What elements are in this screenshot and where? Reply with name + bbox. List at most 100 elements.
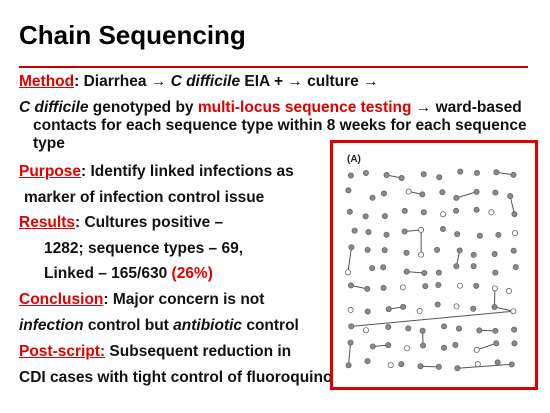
network-node — [345, 187, 352, 194]
conclusion-line: Conclusion: Major concern is not — [19, 291, 264, 309]
purpose-line-2: marker of infection control issue — [24, 189, 265, 206]
network-node — [347, 172, 354, 179]
conclusion-label: Conclusion — [19, 291, 104, 308]
network-node — [403, 268, 410, 275]
method-rest: EIA + → culture → — [240, 73, 379, 90]
network-link — [420, 365, 439, 368]
network-node — [369, 265, 376, 272]
network-link — [347, 247, 352, 273]
network-node — [345, 269, 352, 276]
network-link — [348, 342, 352, 366]
network-node — [380, 284, 387, 291]
network-node — [420, 171, 427, 178]
network-node — [453, 194, 460, 201]
genotype-rest: → ward-based — [411, 99, 522, 116]
network-node — [405, 188, 412, 195]
network-node — [455, 325, 462, 332]
network-node — [470, 251, 477, 258]
results-label: Results — [19, 214, 75, 231]
network-node — [416, 308, 423, 315]
network-link — [351, 310, 514, 327]
network-node — [351, 227, 358, 234]
network-node — [510, 171, 517, 178]
title-rule — [19, 66, 528, 68]
network-node — [476, 327, 483, 334]
network-node — [508, 361, 515, 368]
postscript-text: Subsequent reduction in — [105, 343, 292, 360]
network-node — [398, 175, 405, 182]
network-node — [491, 285, 498, 292]
network-node — [454, 231, 461, 238]
network-node — [470, 305, 477, 312]
network-node — [457, 168, 464, 175]
network-node — [385, 306, 392, 313]
network-node — [511, 340, 518, 347]
network-node — [507, 193, 514, 200]
genotype-line-1: C difficile genotyped by multi-locus seq… — [19, 99, 522, 117]
transmission-network-graphic: (A) — [345, 154, 519, 372]
conclusion-mid: control but — [83, 317, 174, 334]
network-node — [398, 361, 405, 368]
network-node — [364, 246, 371, 253]
network-node — [511, 230, 518, 237]
network-node — [435, 269, 442, 276]
network-node — [439, 226, 446, 233]
network-node — [473, 169, 480, 176]
network-link — [457, 363, 512, 369]
network-node — [473, 346, 480, 353]
network-node — [436, 174, 443, 181]
method-line: Method: Diarrhea → C difficile EIA + → c… — [19, 73, 379, 91]
results-text: : Cultures positive – — [75, 214, 224, 231]
network-node — [512, 264, 519, 271]
network-node — [348, 244, 355, 251]
network-node — [418, 226, 425, 233]
network-node — [399, 284, 406, 291]
network-node — [405, 325, 412, 332]
network-node — [440, 211, 447, 218]
network-node — [492, 269, 499, 276]
results-line: Results: Cultures positive – — [19, 214, 223, 232]
network-node — [401, 207, 408, 214]
network-node — [364, 285, 371, 292]
network-node — [453, 263, 460, 270]
purpose-label: Purpose — [19, 163, 82, 180]
method-organism: C difficile — [170, 73, 241, 90]
network-node — [434, 246, 441, 253]
network-node — [364, 358, 371, 365]
network-node — [400, 303, 407, 310]
network-node — [441, 323, 448, 330]
network-node — [453, 303, 460, 310]
method-label: Method — [19, 73, 75, 90]
network-node — [511, 211, 518, 218]
network-node — [452, 341, 459, 348]
network-node — [369, 343, 376, 350]
network-node — [403, 249, 410, 256]
network-node — [435, 282, 442, 289]
network-node — [473, 206, 480, 213]
network-node — [362, 327, 369, 334]
transmission-figure: (A) — [330, 140, 538, 390]
postscript-label: Post-script: — [19, 343, 106, 360]
network-node — [346, 208, 353, 215]
network-node — [369, 194, 376, 201]
network-node — [381, 247, 388, 254]
genotype-line-2: contacts for each sequence type within 8… — [33, 117, 527, 134]
method-text: : Diarrhea → — [74, 73, 171, 90]
postscript-line: Post-script: Subsequent reduction in — [19, 343, 291, 361]
genotype-mid: genotyped by — [88, 99, 198, 116]
genotype-test: multi-locus sequence testing — [197, 99, 412, 116]
purpose-text: : Identify linked infections as — [81, 163, 294, 180]
results-linked: Linked – 165/630 — [44, 265, 172, 282]
network-node — [420, 209, 427, 216]
network-node — [347, 339, 354, 346]
network-node — [347, 306, 354, 313]
conclusion-end: control — [242, 317, 299, 334]
purpose-line: Purpose: Identify linked infections as — [19, 163, 294, 181]
network-node — [347, 282, 354, 289]
network-node — [401, 228, 408, 235]
network-node — [434, 301, 441, 308]
genotype-organism: C difficile — [19, 99, 89, 116]
network-node — [453, 207, 460, 214]
network-node — [387, 362, 394, 369]
genotype-line-3: type — [33, 135, 65, 152]
